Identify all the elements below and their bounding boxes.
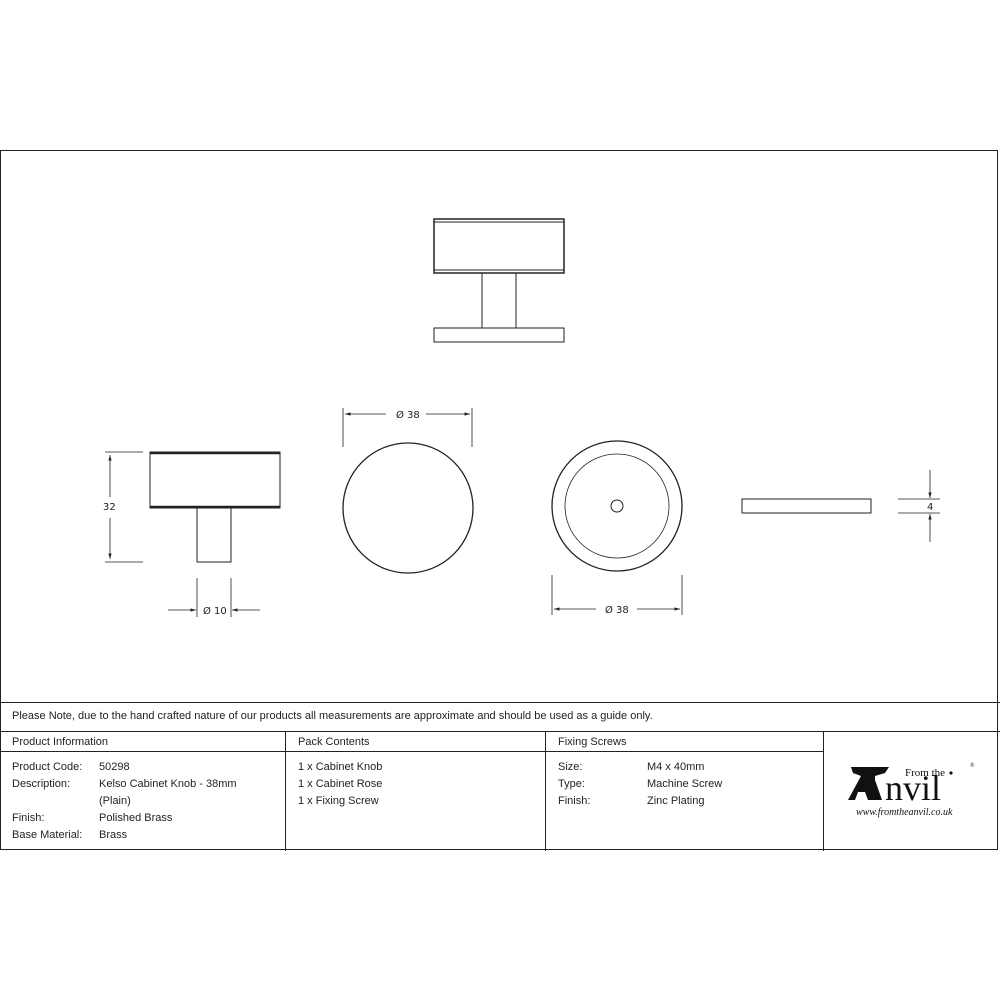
technical-drawing: 32 Ø 10 Ø 38 Ø 38 4	[103, 218, 940, 617]
info-row: Description: Kelso Cabinet Knob - 38mm	[12, 776, 285, 793]
column-divider	[823, 732, 824, 851]
screw-value: Zinc Plating	[647, 795, 705, 807]
info-value: (Plain)	[99, 795, 131, 807]
measurement-note: Please Note, due to the hand crafted nat…	[0, 702, 1000, 731]
info-row: Finish: Polished Brass	[12, 810, 285, 827]
rose-top-view	[551, 440, 683, 615]
dim-knob-diameter: Ø 38	[396, 409, 420, 421]
dim-rose-thickness: 4	[927, 502, 933, 513]
screw-label: Finish:	[558, 795, 591, 807]
dim-rose-diameter: Ø 38	[605, 604, 629, 616]
info-value: 50298	[99, 761, 130, 773]
fixing-screws-title: Fixing Screws	[546, 732, 823, 752]
info-label: Description:	[12, 778, 71, 790]
info-label: Finish:	[12, 812, 45, 824]
info-value: Brass	[99, 829, 128, 841]
screw-value: Machine Screw	[647, 778, 723, 790]
anvil-icon	[848, 767, 889, 800]
knob-top-view	[342, 408, 474, 574]
info-row: (Plain)	[12, 793, 285, 810]
info-row: Product Code: 50298	[12, 759, 285, 776]
info-value: Kelso Cabinet Knob - 38mm	[99, 778, 237, 790]
logo-brand: nvil	[885, 768, 941, 808]
info-label	[12, 793, 99, 810]
pack-item: 1 x Cabinet Knob	[298, 761, 383, 773]
product-info-section: Product Information Product Code: 50298 D…	[0, 732, 285, 851]
knob-side-view	[105, 451, 281, 617]
column-divider	[545, 732, 546, 851]
spec-table: Product Information Product Code: 50298 D…	[0, 731, 1000, 851]
screw-value: M4 x 40mm	[647, 761, 705, 773]
screw-label: Type:	[558, 778, 585, 790]
drawing-frame	[0, 150, 998, 850]
info-label: Product Code:	[12, 761, 83, 773]
logo-registered: ®	[970, 762, 975, 769]
pack-item: 1 x Fixing Screw	[298, 795, 379, 807]
fixing-screws-section: Fixing Screws Size: M4 x 40mm Type: Machin…	[546, 732, 823, 851]
dim-knob-height: 32	[103, 502, 116, 513]
pack-item: 1 x Cabinet Rose	[298, 778, 383, 790]
screw-label: Size:	[558, 761, 583, 773]
column-divider	[285, 732, 286, 851]
from-the-anvil-logo: From the ® nvil www.fromtheanvil.co.uk	[823, 732, 1000, 851]
pack-contents-section: Pack Contents 1 x Cabinet Knob 1 x Cabin…	[286, 732, 545, 851]
product-info-title: Product Information	[0, 732, 285, 752]
info-value: Polished Brass	[99, 812, 173, 824]
dim-spindle-diameter: Ø 10	[203, 605, 227, 617]
screw-row: Size: M4 x 40mm	[558, 759, 823, 776]
info-row: Base Material: Brass	[12, 827, 285, 844]
logo-from-the: From the	[905, 767, 945, 779]
info-label: Base Material:	[12, 829, 83, 841]
logo-url: www.fromtheanvil.co.uk	[856, 807, 953, 818]
screw-row: Type: Machine Screw	[558, 776, 823, 793]
rose-side-view	[741, 470, 940, 542]
pack-contents-title: Pack Contents	[286, 732, 545, 752]
knob-elevation-view	[433, 218, 565, 343]
screw-row: Finish: Zinc Plating	[558, 793, 823, 810]
